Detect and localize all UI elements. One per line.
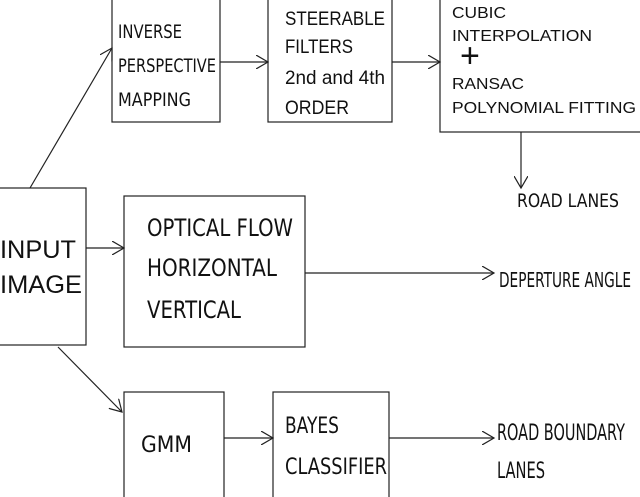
departure-angle-label: DEPERTURE ANGLE: [499, 268, 631, 292]
road-lanes-label: ROAD LANES: [517, 190, 619, 212]
input-line-1: INPUT: [0, 236, 76, 264]
inverse-perspective-mapping-box: [111, 0, 221, 123]
ipm-line-1: INVERSE: [118, 21, 182, 43]
optical-flow-line-2: HORIZONTAL: [147, 254, 278, 282]
gmm-label: GMM: [141, 433, 192, 458]
optical-flow-box: [123, 195, 306, 348]
ipm-line-2: PERSPECTIVE: [118, 55, 216, 77]
bayes-line-1: BAYES: [285, 414, 339, 439]
plus-sign: +: [460, 37, 480, 75]
arrow-input-to-gmm: [57, 346, 122, 412]
ipm-line-3: MAPPING: [118, 89, 191, 111]
bayes-line-2: CLASSIFIER: [285, 455, 387, 480]
road-boundary-line-1: ROAD BOUNDARY: [497, 421, 625, 446]
filters-line-2: FILTERS: [285, 37, 353, 58]
arrow-input-to-ipm: [29, 48, 112, 189]
steerable-filters-box: [267, 0, 393, 123]
cubic-line-2: INTERPOLATION: [452, 28, 592, 45]
input-image-box: [0, 187, 87, 346]
road-boundary-line-2: LANES: [497, 459, 545, 484]
filters-line-4: ORDER: [285, 98, 349, 119]
optical-flow-line-1: OPTICAL FLOW: [147, 214, 293, 242]
input-line-2: IMAGE: [0, 271, 82, 299]
optical-flow-line-3: VERTICAL: [147, 296, 242, 324]
gmm-box: [123, 391, 225, 497]
ransac-line-1: RANSAC: [452, 76, 524, 93]
filters-line-3: 2nd and 4th: [285, 68, 385, 89]
filters-line-1: STEERABLE: [285, 9, 385, 30]
ransac-line-2: POLYNOMIAL FITTING: [452, 100, 636, 117]
bayes-classifier-box: [272, 391, 390, 497]
cubic-line-1: CUBIC: [452, 5, 506, 22]
